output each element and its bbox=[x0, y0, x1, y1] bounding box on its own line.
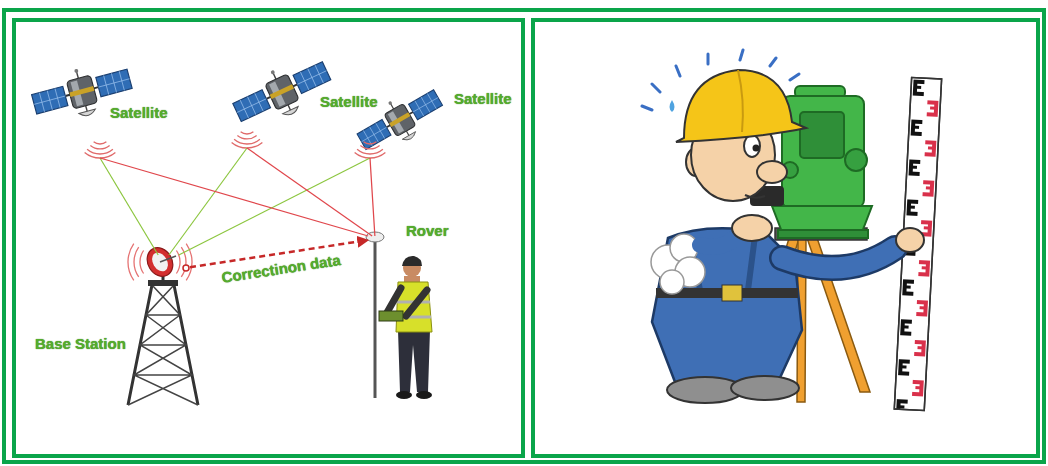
total-station bbox=[800, 112, 844, 158]
radio-waves bbox=[128, 244, 192, 281]
left-panel bbox=[14, 20, 523, 456]
surveyor-body bbox=[732, 215, 772, 241]
surveyor-head bbox=[745, 195, 765, 198]
rover-surveyor bbox=[398, 330, 430, 392]
radio-waves bbox=[176, 251, 180, 274]
connectors bbox=[100, 148, 375, 267]
rover-surveyor bbox=[374, 240, 377, 398]
sweat-drops bbox=[642, 50, 799, 112]
total-station bbox=[778, 230, 868, 238]
satellite-node: Satellite bbox=[340, 78, 520, 158]
surveyor-body bbox=[782, 248, 895, 268]
node-label: Satellite bbox=[454, 90, 512, 107]
surveyor-body bbox=[651, 215, 924, 403]
connector-line bbox=[100, 158, 368, 236]
signal-waves bbox=[355, 142, 386, 158]
surveyor-body bbox=[896, 228, 924, 252]
dish bbox=[142, 243, 178, 281]
surveyor-cartoon bbox=[642, 50, 942, 411]
surveyor-head bbox=[676, 70, 806, 201]
outer-frame bbox=[4, 10, 1044, 462]
total-station bbox=[845, 149, 867, 171]
radio-waves bbox=[134, 247, 139, 277]
rover-surveyor bbox=[416, 391, 432, 399]
connector-line bbox=[247, 148, 372, 236]
sweat-drops bbox=[642, 50, 799, 110]
rover-surveyor bbox=[379, 311, 403, 321]
base-station-node: Base Station bbox=[30, 255, 190, 407]
base-station-tower bbox=[128, 243, 198, 405]
radio-waves bbox=[140, 251, 144, 274]
signal-waves bbox=[85, 142, 116, 158]
rover-surveyor bbox=[366, 232, 432, 399]
node-label: Base Station bbox=[35, 335, 126, 352]
surveyor-head bbox=[738, 70, 743, 132]
connector-line bbox=[179, 158, 370, 255]
edge-label: Correctinon data bbox=[221, 252, 342, 287]
rover-node: Rover bbox=[368, 236, 453, 406]
connector-line bbox=[169, 148, 247, 255]
surveyor-head bbox=[757, 161, 787, 183]
radio-waves bbox=[128, 244, 134, 281]
right-panel bbox=[533, 20, 1038, 456]
node-label: Satellite bbox=[110, 104, 168, 121]
rover-surveyor bbox=[402, 256, 422, 266]
satellite-node: Satellite bbox=[215, 60, 390, 148]
node-label: Rover bbox=[406, 222, 449, 239]
surveyor-head bbox=[676, 70, 806, 142]
surveyor-body bbox=[660, 270, 684, 294]
surveyor-body bbox=[782, 248, 895, 268]
base-station-tower bbox=[128, 285, 198, 405]
signal-waves bbox=[232, 132, 263, 148]
tripod bbox=[775, 228, 867, 240]
base-station-tower bbox=[148, 280, 178, 286]
surveyor-head bbox=[753, 145, 760, 152]
rover-surveyor bbox=[396, 391, 412, 399]
leveling-staff bbox=[894, 77, 941, 410]
leveling-staff bbox=[894, 77, 941, 410]
sweat-drops bbox=[670, 100, 675, 112]
base-station-tower bbox=[183, 265, 189, 271]
satellite-node: Satellite bbox=[40, 60, 180, 158]
base-station-tower bbox=[128, 285, 198, 405]
node-label: Satellite bbox=[320, 93, 378, 110]
surveyor-body bbox=[731, 376, 799, 400]
satellite-icon bbox=[227, 50, 337, 135]
surveyor-body bbox=[722, 285, 742, 301]
connector-line bbox=[370, 158, 375, 236]
total-station bbox=[772, 206, 872, 232]
leveling-staff bbox=[894, 77, 941, 410]
surveyor-head bbox=[744, 135, 760, 157]
base-station-tower bbox=[160, 256, 176, 262]
satellite-icon bbox=[351, 79, 449, 160]
